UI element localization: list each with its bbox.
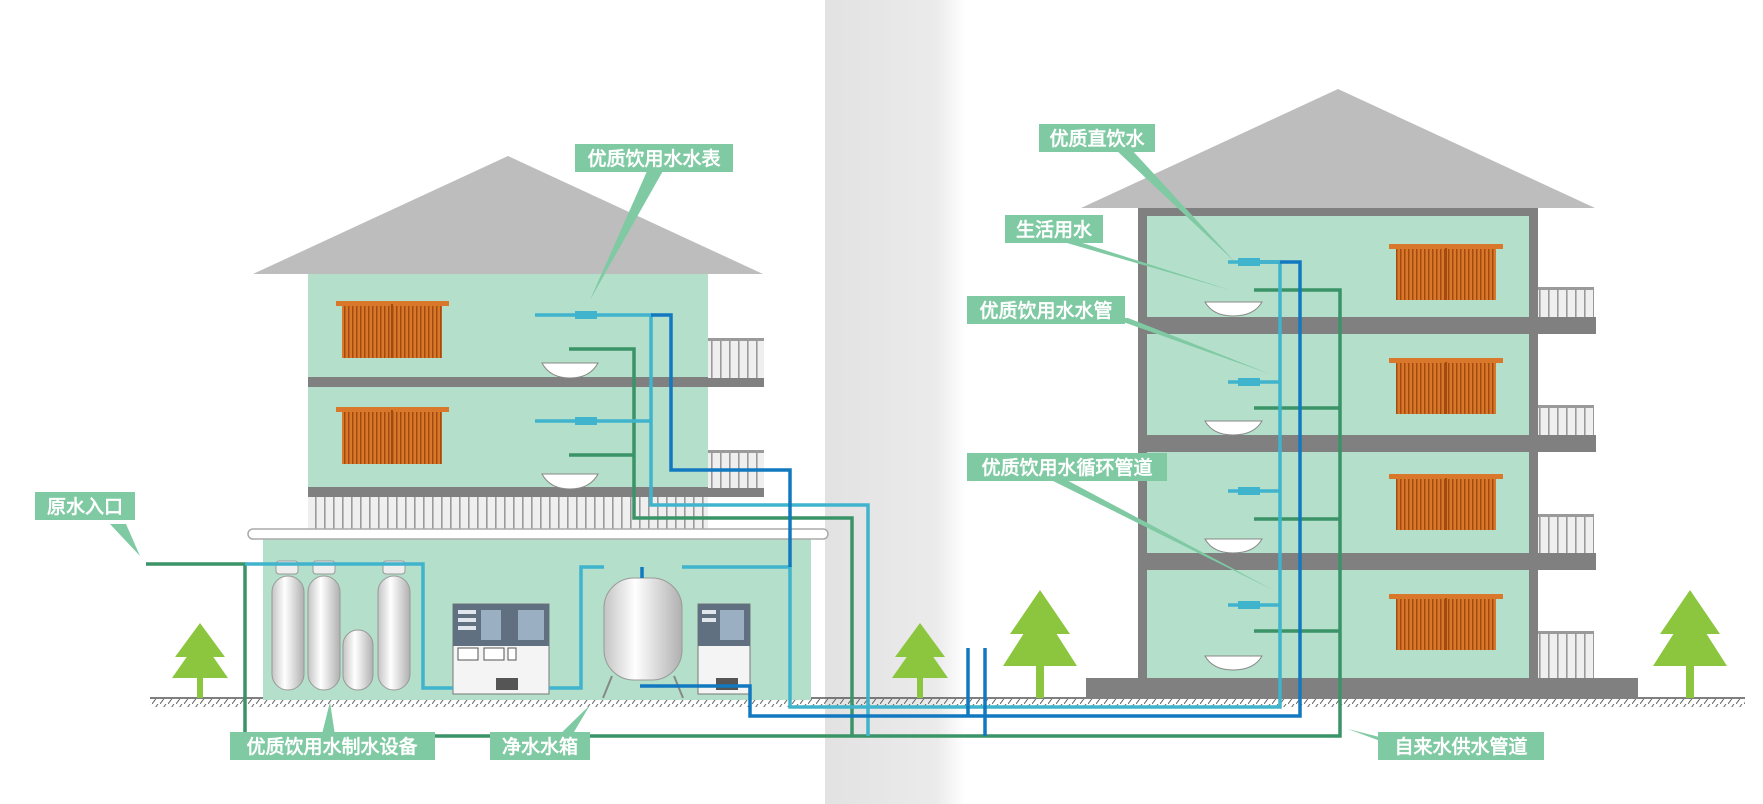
right-balcony-3: [1538, 514, 1594, 553]
right-window-2: [1389, 358, 1503, 414]
left-basin-1: [541, 362, 599, 379]
right-basin-3: [1204, 538, 1263, 554]
pipe-network: [146, 258, 1342, 738]
right-window-1: [1389, 244, 1503, 300]
right-balcony-4: [1538, 631, 1594, 678]
right-house: [1081, 89, 1638, 698]
label-clean-tank: 净水水箱: [490, 732, 590, 760]
water-treatment-equipment: [271, 560, 751, 699]
label-domestic: 生活用水: [1005, 215, 1103, 243]
water-meter-right-4: [1238, 601, 1260, 609]
svg-text:净水水箱: 净水水箱: [502, 735, 578, 758]
svg-text:原水入口: 原水入口: [47, 496, 123, 518]
left-canopy: [247, 528, 829, 540]
label-drink-pipe: 优质饮用水水管: [967, 296, 1125, 324]
label-equipment: 优质饮用水制水设备: [230, 732, 435, 760]
background-band: [825, 0, 965, 804]
right-window-4: [1389, 594, 1503, 650]
right-balcony-1: [1538, 287, 1594, 317]
right-floor-slab-1: [1138, 317, 1596, 334]
tree-1: [172, 623, 228, 698]
right-basin-2: [1204, 420, 1263, 436]
callout-leaders: [110, 149, 1399, 742]
water-meter-right-3: [1238, 487, 1260, 495]
left-floor-slab-1: [308, 377, 764, 387]
label-circulation: 优质饮用水循环管道: [967, 453, 1167, 481]
left-balcony-railing-1: [708, 338, 764, 378]
tree-3: [1003, 590, 1077, 698]
svg-text:优质直饮水: 优质直饮水: [1049, 127, 1145, 150]
label-meter: 优质饮用水水表: [575, 144, 733, 172]
left-tap-branch: [569, 347, 854, 736]
drink-pipe-left: [535, 313, 870, 736]
svg-text:生活用水: 生活用水: [1016, 218, 1093, 241]
clean-water-tank: [602, 577, 684, 699]
right-basin-1: [1204, 301, 1263, 317]
svg-text:优质饮用水水表: 优质饮用水水表: [587, 147, 721, 170]
left-roof: [253, 156, 763, 274]
treatment-pipe: [245, 562, 453, 690]
label-raw-inlet: 原水入口: [35, 492, 135, 520]
label-direct-drink: 优质直饮水: [1039, 124, 1155, 152]
control-cabinet-1: [452, 603, 550, 695]
svg-text:优质饮用水水管: 优质饮用水水管: [979, 299, 1112, 322]
water-meter-right-2: [1238, 378, 1260, 386]
right-base: [1086, 678, 1638, 698]
water-meter-left-2: [575, 417, 597, 425]
water-meter-left-1: [575, 311, 597, 319]
right-roof: [1081, 89, 1595, 208]
left-window-2: [336, 407, 449, 464]
right-window-3: [1389, 474, 1503, 530]
tree-4: [1653, 590, 1727, 698]
water-meter-right-1: [1238, 258, 1260, 266]
left-floor-slab-2: [308, 487, 764, 497]
left-window-1: [336, 301, 449, 358]
left-ground-fence: [308, 497, 708, 530]
svg-text:优质饮用水循环管道: 优质饮用水循环管道: [981, 456, 1152, 479]
svg-text:优质饮用水制水设备: 优质饮用水制水设备: [246, 735, 418, 758]
right-balcony-2: [1538, 405, 1594, 435]
right-floor-slab-3: [1138, 553, 1596, 570]
label-tap-supply: 自来水供水管道: [1378, 732, 1544, 760]
right-basin-4: [1204, 655, 1263, 671]
control-cabinet-2: [697, 603, 751, 695]
circulation-pipe: [640, 260, 1302, 718]
right-floor-slab-2: [1138, 435, 1596, 452]
svg-text:自来水供水管道: 自来水供水管道: [1394, 735, 1527, 758]
tap-water-pipe: [146, 288, 1342, 738]
right-frame-top: [1138, 208, 1538, 216]
tree-2: [892, 623, 948, 698]
left-basin-2: [541, 473, 599, 490]
